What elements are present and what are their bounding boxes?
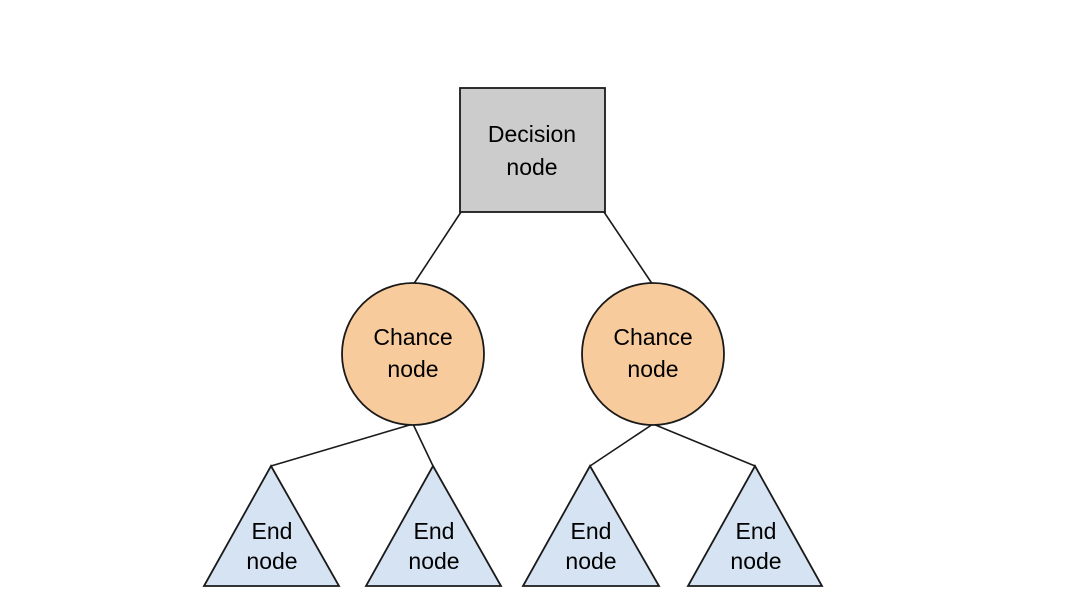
end-node-2-label-line1: End <box>414 518 455 544</box>
end-node-4-triangle <box>686 464 824 587</box>
end-node-3-triangle <box>521 464 661 587</box>
edge-chance-right-to-end-4 <box>652 423 756 467</box>
edge-chance-left-to-end-2 <box>412 423 434 467</box>
edge-decision-to-chance-left <box>412 211 462 286</box>
chance-node-right-circle <box>581 282 725 426</box>
end-node-1-triangle <box>202 464 341 587</box>
chance-node-right-label-line1: Chance <box>613 324 692 350</box>
end-node-3-label-line1: End <box>571 518 612 544</box>
end-node-4[interactable]: End node <box>686 464 824 587</box>
end-node-3-label-line2: node <box>565 548 616 574</box>
end-node-4-label-line2: node <box>730 548 781 574</box>
end-node-1-label-line1: End <box>252 518 293 544</box>
end-node-1-label-line2: node <box>246 548 297 574</box>
chance-node-left[interactable]: Chance node <box>341 282 485 426</box>
edge-decision-to-chance-right <box>603 211 654 286</box>
end-node-2-triangle <box>364 464 503 587</box>
chance-node-right-label-line2: node <box>627 356 678 382</box>
decision-node[interactable]: Decision node <box>459 87 606 213</box>
end-node-2-label-line2: node <box>408 548 459 574</box>
edge-chance-left-to-end-1 <box>270 423 414 467</box>
end-node-1[interactable]: End node <box>202 464 341 587</box>
end-node-3[interactable]: End node <box>521 464 661 587</box>
chance-node-left-label-line1: Chance <box>373 324 452 350</box>
decision-node-label-line2: node <box>506 154 557 180</box>
end-node-2[interactable]: End node <box>364 464 503 587</box>
end-node-4-label-line1: End <box>736 518 777 544</box>
chance-node-left-label-line2: node <box>387 356 438 382</box>
chance-node-left-circle <box>341 282 485 426</box>
edge-chance-right-to-end-3 <box>589 423 654 467</box>
decision-node-rect <box>459 87 606 213</box>
decision-node-label-line1: Decision <box>488 121 576 147</box>
chance-node-right[interactable]: Chance node <box>581 282 725 426</box>
